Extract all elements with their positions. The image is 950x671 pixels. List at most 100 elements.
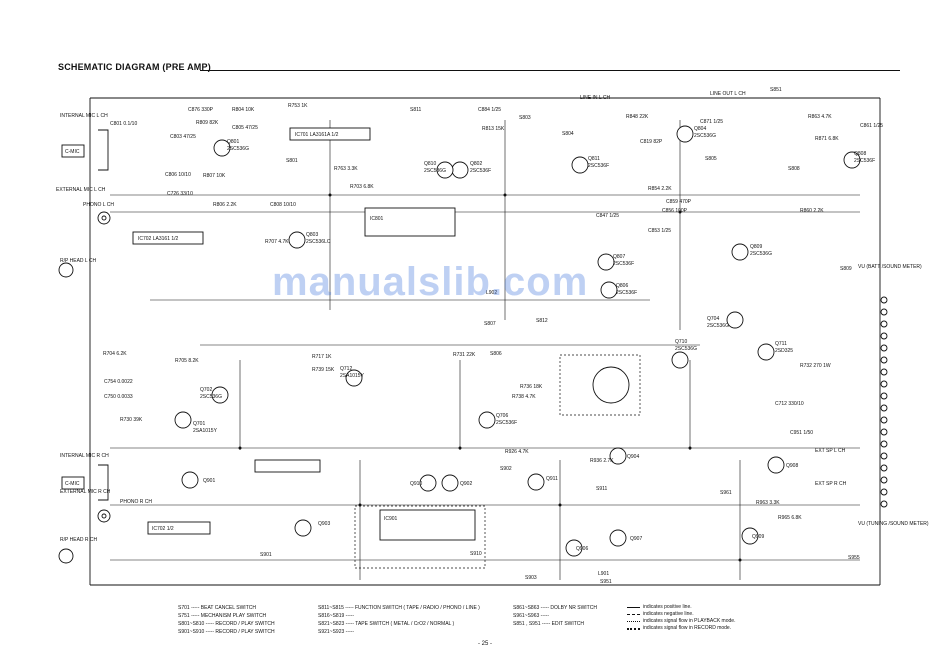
key-playback: indicates signal flow in PLAYBACK mode. (627, 618, 735, 625)
q810-type: 2SC536G (424, 168, 446, 174)
svg-text:R926 4.7K: R926 4.7K (505, 449, 529, 455)
q801-label: Q801 (227, 139, 239, 145)
svg-text:R848 22K: R848 22K (626, 114, 649, 120)
svg-text:R705 8.2K: R705 8.2K (175, 358, 199, 364)
svg-text:C805 47/25: C805 47/25 (232, 125, 258, 131)
svg-text:R753 1K: R753 1K (288, 103, 308, 109)
q904-label: Q904 (627, 454, 639, 460)
q909-label: Q909 (752, 534, 764, 540)
svg-text:R731 22K: R731 22K (453, 352, 476, 358)
key-positive: indicates positive line. (627, 604, 735, 611)
q807-label: Q807 (613, 254, 625, 260)
svg-text:C884 1/25: C884 1/25 (478, 107, 501, 113)
q710-type: 2SC536G (675, 346, 697, 352)
q804-label: Q804 (694, 126, 706, 132)
svg-text:R739 15K: R739 15K (312, 367, 335, 373)
q908-label: Q908 (786, 463, 798, 469)
q806-label: Q806 (616, 283, 628, 289)
phono-l-label: PHONO L CH (83, 202, 114, 208)
q808-type: 2SC536F (854, 158, 875, 164)
terminal-column (880, 296, 888, 508)
switch-legend-col-3: S861~S863 ----- DOLBY NR SWITCH S961~S96… (513, 605, 597, 627)
ic702-label: IC702 LA3161 1/2 (138, 236, 179, 242)
svg-text:S804: S804 (562, 131, 574, 137)
switch-legend-col-2: S811~S815 ----- FUNCTION SWITCH ( TAPE /… (318, 605, 480, 635)
svg-text:C856 100P: C856 100P (662, 208, 688, 214)
transistor-labels: Q801 2SC536G Q802 2SC536F Q803 2SC536LC … (193, 126, 875, 552)
q704-type: 2SC536G (707, 323, 729, 329)
q910-label: Q910 (410, 481, 422, 487)
ext-sp-r-label: EXT SP R CH (815, 481, 847, 487)
switch-legend: S701 ----- BEAT CANCEL SWITCH S751 -----… (178, 604, 778, 635)
q806-type: 2SC536F (616, 290, 637, 296)
line-in-l-label: LINE IN L CH (580, 95, 610, 101)
svg-text:C853 1/25: C853 1/25 (648, 228, 671, 234)
svg-text:R804 10K: R804 10K (232, 107, 255, 113)
key-record: indicates signal flow in RECORD mode. (627, 625, 735, 632)
q710-label: Q710 (675, 339, 687, 345)
external-mic-r-label: EXTERNAL MIC R CH (60, 489, 111, 495)
svg-text:S806: S806 (490, 351, 502, 357)
internal-mic-r-label: INTERNAL MIC R CH (60, 453, 109, 459)
svg-text:C871 1/25: C871 1/25 (700, 119, 723, 125)
svg-text:R871 6.8K: R871 6.8K (815, 136, 839, 142)
q706-label: Q706 (496, 413, 508, 419)
q712-type: 2SA1015Y (340, 373, 365, 379)
svg-text:C726 33/10: C726 33/10 (167, 191, 193, 197)
svg-text:S903: S903 (525, 575, 537, 581)
svg-text:C876 330P: C876 330P (188, 107, 214, 113)
svg-text:C847 1/25: C847 1/25 (596, 213, 619, 219)
svg-text:C750 0.0033: C750 0.0033 (104, 394, 133, 400)
q811-type: 2SC536F (588, 163, 609, 169)
svg-text:S851: S851 (770, 87, 782, 93)
q809-label: Q809 (750, 244, 762, 250)
svg-text:S902: S902 (500, 466, 512, 472)
ic701-label: IC701 LA3161A 1/2 (295, 132, 339, 138)
q906-label: Q906 (576, 546, 588, 552)
svg-text:R736 18K: R736 18K (520, 384, 543, 390)
svg-text:R730 39K: R730 39K (120, 417, 143, 423)
phono-r-label: PHONO R CH (120, 499, 152, 505)
switch-labels: S811 S801 S803 S804 S805 S806 S807 S808 … (260, 87, 860, 585)
svg-text:S811: S811 (410, 107, 422, 113)
vu-r-label: VU (TUNING /SOUND METER) (858, 521, 929, 527)
junction-dots (238, 193, 742, 562)
input-labels: INTERNAL MIC L CH EXTERNAL MIC L CH PHON… (56, 113, 152, 543)
q911-label: Q911 (546, 476, 558, 482)
switch-legend-col-1: S701 ----- BEAT CANCEL SWITCH S751 -----… (178, 605, 275, 635)
internal-mic-l-label: INTERNAL MIC L CH (60, 113, 108, 119)
svg-text:C712 330/10: C712 330/10 (775, 401, 804, 407)
c-mic-label-bottom: C-MIC (65, 481, 80, 487)
svg-text:C801 0.1/10: C801 0.1/10 (110, 121, 137, 127)
svg-text:R963 3.3K: R963 3.3K (756, 500, 780, 506)
q802-type: 2SC536F (470, 168, 491, 174)
svg-text:R704 6.2K: R704 6.2K (103, 351, 127, 357)
q701-label: Q701 (193, 421, 205, 427)
q704-label: Q704 (707, 316, 719, 322)
svg-text:R863 4.7K: R863 4.7K (808, 114, 832, 120)
svg-text:R854 2.2K: R854 2.2K (648, 186, 672, 192)
q811-label: Q811 (588, 156, 600, 162)
svg-text:S911: S911 (596, 486, 608, 492)
svg-text:C803 47/25: C803 47/25 (170, 134, 196, 140)
page-number: - 25 - (478, 641, 493, 647)
ic801-label: IC801 (370, 216, 384, 222)
input-jacks: C-MIC C-MIC (58, 129, 111, 564)
svg-text:S801: S801 (286, 158, 298, 164)
title-underline (200, 70, 900, 71)
svg-text:R703 6.8K: R703 6.8K (350, 184, 374, 190)
svg-text:S951: S951 (600, 579, 612, 585)
svg-text:C754 0.0022: C754 0.0022 (104, 379, 133, 385)
vu-l-label: VU (BATT /SOUND METER) (858, 264, 922, 270)
q810-label: Q810 (424, 161, 436, 167)
svg-text:S805: S805 (705, 156, 717, 162)
svg-text:C861 1/25: C861 1/25 (860, 123, 883, 129)
svg-text:C806 10/10: C806 10/10 (165, 172, 191, 178)
svg-text:R813 15K: R813 15K (482, 126, 505, 132)
svg-text:R707 4.7K: R707 4.7K (265, 239, 289, 245)
svg-text:S803: S803 (519, 115, 531, 121)
q807-type: 2SC536F (613, 261, 634, 267)
svg-text:C859 470P: C859 470P (666, 199, 692, 205)
q802-label: Q802 (470, 161, 482, 167)
